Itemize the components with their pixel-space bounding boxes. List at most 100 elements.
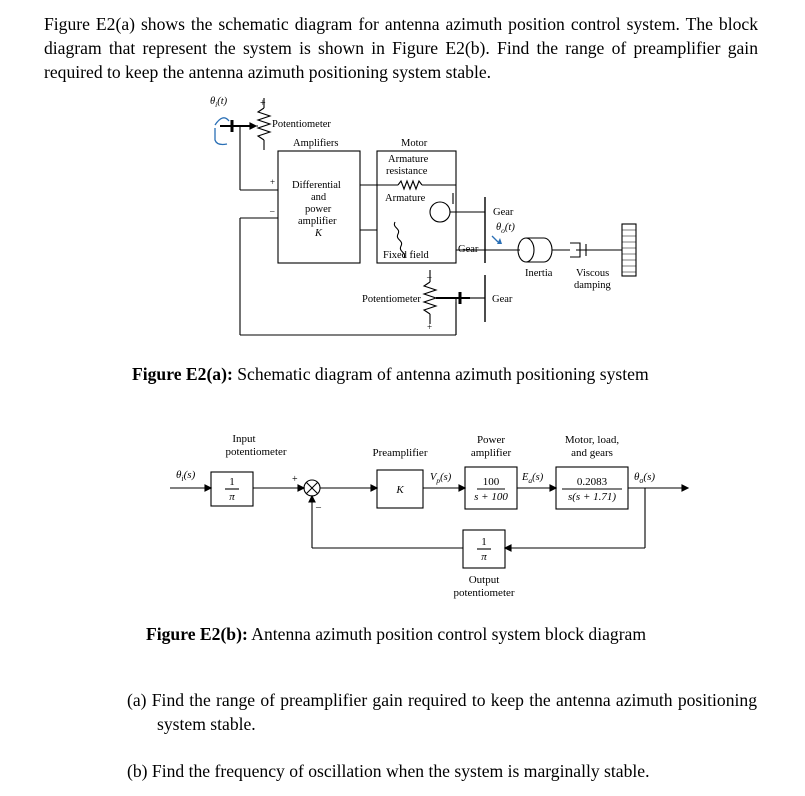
- bd-theta-i: θ: [176, 469, 182, 481]
- bottom-pot-resistor: [422, 281, 438, 315]
- out-pot-label-1: Output: [469, 574, 500, 586]
- input-knob-arrow: [214, 117, 230, 126]
- schematic-labels: θi(t) + Potentiometer Amplifiers Motor A…: [210, 96, 611, 332]
- motor-den: s(s + 1.71): [568, 491, 616, 503]
- theta-o-label: θ: [496, 222, 501, 233]
- svg-text:θo(s): θo(s): [634, 471, 655, 485]
- potentiometer-bottom-label: Potentiometer: [362, 294, 421, 305]
- top-pot-plus: +: [260, 98, 266, 109]
- motor-block-label-1: Motor, load,: [565, 434, 619, 446]
- output-pot-block: [462, 529, 506, 569]
- power-num: 100: [483, 476, 500, 488]
- ea-sub: a: [528, 476, 532, 485]
- bd-theta-i-sub: i: [181, 474, 183, 483]
- out-pot-label-2: potentiometer: [453, 587, 514, 599]
- theta-i-arg: (t): [217, 96, 227, 107]
- caption-a-label: Figure E2(a):: [132, 364, 233, 384]
- vp-sub: p: [435, 476, 440, 485]
- sum-fb-arrow: [308, 494, 316, 503]
- armature-resistance-symbol: [397, 179, 423, 191]
- question-a: (a) Find the range of preamplifier gain …: [127, 688, 757, 736]
- viscous-label-2: damping: [574, 280, 611, 291]
- question-a-text: (a) Find the range of preamplifier gain …: [127, 690, 757, 734]
- bd-theta-i-arg: (s): [184, 469, 196, 481]
- field-coil: [393, 221, 406, 259]
- input-gain-num: 1: [229, 476, 235, 488]
- amp-minus-label: –: [269, 206, 275, 216]
- theta-i-label: θ: [210, 96, 215, 107]
- svg-text:Vp(s): Vp(s): [430, 472, 452, 485]
- caption-a-text: Schematic diagram of antenna azimuth pos…: [232, 364, 649, 384]
- differential-label-3: power: [305, 204, 332, 215]
- preamp-label: Preamplifier: [373, 447, 428, 459]
- caption-figure-b: Figure E2(b): Antenna azimuth position c…: [146, 624, 646, 645]
- top-pot-resistor: [256, 107, 272, 141]
- ground-hatch: [622, 229, 636, 273]
- ground-wall: [621, 223, 637, 277]
- problem-statement: Figure E2(a) shows the schematic diagram…: [44, 14, 758, 82]
- armature-label: Armature: [385, 193, 426, 204]
- caption-b-label: Figure E2(b):: [146, 624, 248, 644]
- inertia-disk-face: [517, 237, 535, 263]
- bd-theta-o-arg: (s): [643, 471, 655, 483]
- armature-resistance-label-1: Armature: [388, 154, 429, 165]
- sum-in-arrow: [297, 484, 306, 492]
- bottom-pot-plus: +: [427, 322, 432, 332]
- schematic-diagram: [214, 98, 637, 336]
- caption-b-text: Antenna azimuth position control system …: [247, 624, 647, 644]
- input-pot-block: [210, 471, 254, 507]
- block-labels: Input potentiometer Preamplifier Power a…: [176, 433, 655, 599]
- svg-text:Ea(s): Ea(s): [521, 472, 544, 485]
- gear-bottom-label: Gear: [492, 294, 513, 305]
- theta-i-sub: i: [215, 100, 217, 109]
- motor-block-label-2: and gears: [571, 447, 613, 459]
- gear-left-label: Gear: [458, 244, 479, 255]
- inertia-disk-body: [526, 237, 553, 263]
- differential-label-4: amplifier: [298, 216, 337, 227]
- input-arrow: [204, 484, 213, 492]
- svg-text:θo(t): θo(t): [496, 222, 515, 235]
- fb-block-arrow: [503, 544, 512, 552]
- output-angle-arrow: [491, 235, 499, 243]
- sum-minus: –: [315, 502, 322, 513]
- armature-resistance-label-2: resistance: [386, 166, 428, 177]
- motor-box: [376, 150, 457, 264]
- question-b: (b) Find the frequency of oscillation wh…: [127, 759, 757, 783]
- bottom-pot-minus: –: [426, 272, 432, 282]
- power-amp-label-2: amplifier: [471, 447, 512, 459]
- block-diagram: [170, 466, 690, 569]
- output-arrow: [681, 484, 690, 492]
- ea-label: E: [521, 472, 529, 483]
- amplifier-box: [277, 150, 361, 264]
- vp-label: V: [430, 472, 438, 483]
- sum-plus: +: [292, 474, 298, 485]
- out-gain-den: π: [481, 551, 487, 563]
- amplifiers-label: Amplifiers: [293, 138, 339, 149]
- out-gain-num: 1: [481, 536, 487, 548]
- theta-o-arg: (t): [505, 222, 515, 233]
- motor-label: Motor: [401, 138, 428, 149]
- power-amp-label-1: Power: [477, 434, 505, 446]
- question-b-text: (b) Find the frequency of oscillation wh…: [127, 761, 650, 781]
- bd-theta-o-sub: o: [639, 476, 643, 485]
- sum-cross-2: [305, 481, 319, 495]
- ea-arg: (s): [532, 472, 544, 483]
- viscous-label-1: Viscous: [576, 268, 609, 279]
- gain-k-label: K: [314, 228, 323, 239]
- gear-top-label: Gear: [493, 207, 514, 218]
- differential-label-2: and: [311, 192, 327, 203]
- input-pot-label-2: potentiometer: [225, 446, 286, 458]
- input-knob-body: [214, 128, 228, 146]
- amp-plus-label: +: [270, 177, 275, 187]
- motor-num: 0.2083: [577, 476, 608, 488]
- potentiometer-top-label: Potentiometer: [272, 119, 331, 130]
- preamp-block: [376, 469, 424, 509]
- power-in-arrow: [458, 484, 467, 492]
- output-angle-arrowhead: [497, 238, 502, 244]
- svg-text:θi(s): θi(s): [176, 469, 196, 483]
- input-pot-label-1: Input: [232, 433, 255, 445]
- motor-in-arrow: [549, 484, 558, 492]
- bd-theta-o: θ: [634, 471, 640, 483]
- vp-arg: (s): [440, 472, 452, 483]
